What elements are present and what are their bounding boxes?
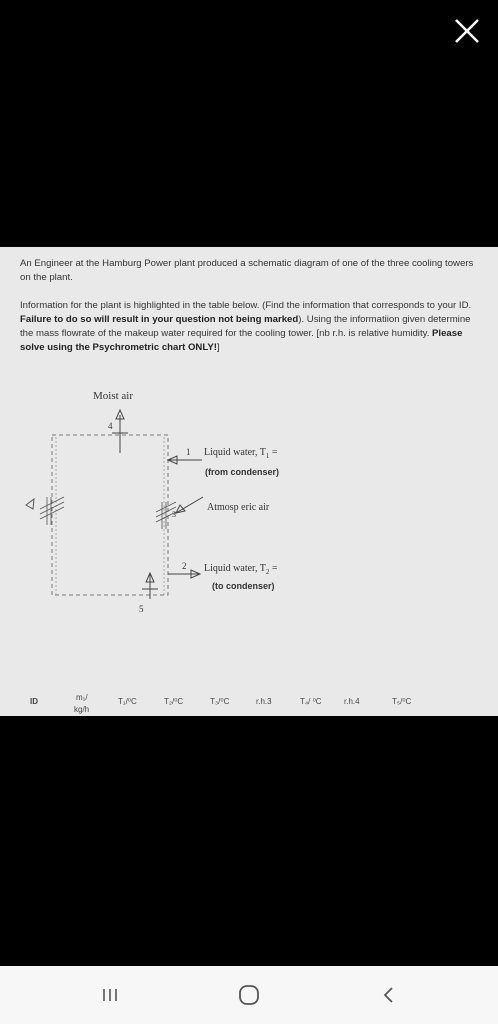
instructions-emphasis: Please solve using the Psychrometric cha… [20, 328, 463, 353]
stream-1-arrow [166, 455, 178, 465]
back-button[interactable] [374, 980, 404, 1010]
outlet-4-arrow [115, 408, 125, 420]
table-header-m1: m₁/ [76, 693, 88, 702]
back-icon [383, 987, 393, 1003]
state-4-label: 4 [108, 421, 113, 431]
home-button[interactable] [234, 980, 264, 1010]
instructions-paragraph: Information for the plant is highlighted… [20, 299, 482, 355]
liquid-water-2-eq: = [269, 563, 278, 574]
liquid-water-2-label: Liquid water, T2 = [204, 563, 278, 576]
recent-apps-icon [103, 989, 117, 1001]
stream-3-line [175, 496, 204, 514]
table-header-t4: T₄/ ⁰C [300, 697, 322, 706]
table-header-t1: T₁/⁰C [118, 697, 137, 706]
instructions-text-a: Information for the plant is highlighted… [20, 300, 472, 311]
state-2-label: 2 [182, 561, 187, 571]
table-header-rh3: r.h.3 [256, 697, 272, 706]
liquid-water-1-sub: 1 [266, 452, 270, 460]
stream-3-arrow [175, 504, 186, 514]
table-header-m1-unit: kg/h [74, 705, 90, 714]
table-header-rh4: r.h.4 [344, 697, 360, 706]
table-header-t5: T₅/⁰C [392, 697, 412, 706]
liquid-water-1-label: Liquid water, T1 = [204, 447, 278, 460]
fill-hatch-left [39, 496, 65, 525]
liquid-water-1-text: Liquid water, T [204, 447, 266, 458]
liquid-water-2-text: Liquid water, T [204, 563, 266, 574]
to-condenser-label: (to condenser) [212, 581, 275, 591]
close-button[interactable] [448, 12, 486, 50]
intro-paragraph: An Engineer at the Hamburg Power plant p… [20, 258, 474, 283]
tower-boundary [51, 434, 169, 596]
navigation-bar [0, 966, 498, 1024]
from-condenser-label: (from condenser) [205, 467, 279, 477]
state-5-label: 5 [139, 604, 144, 614]
cooling-tower-diagram: Moist air 4 1 Liquid water, T1 = (from c… [25, 390, 279, 614]
atmospheric-air-label: Atmosp eric air [207, 502, 270, 513]
state-3-label: 3 [172, 510, 176, 519]
recent-apps-button[interactable] [95, 980, 125, 1010]
data-table-header: ID m₁/ kg/h T₁/⁰C T₂/⁰C T₃/⁰C r.h.3 T₄/ … [0, 693, 498, 716]
instructions-text-e: ] [216, 342, 220, 353]
fill-hatch-right [155, 501, 177, 529]
state-1-label: 1 [186, 447, 191, 457]
moist-air-label: Moist air [93, 390, 133, 402]
table-header-id: ID [30, 697, 38, 706]
instructions-text-c: ). Using the informatiion given determin… [20, 314, 471, 339]
instructions-warning: Failure to do so will result in your que… [20, 314, 299, 325]
inlet-5-arrow [145, 571, 155, 583]
close-x-icon [455, 19, 479, 43]
stream-2-arrow [190, 569, 202, 579]
document-photo: An Engineer at the Hamburg Power plant p… [0, 247, 498, 716]
left-inlet-arrow [25, 497, 35, 510]
home-icon [239, 985, 259, 1005]
table-header-t2: T₂/⁰C [164, 697, 184, 706]
table-header-t3: T₃/⁰C [210, 697, 230, 706]
liquid-water-1-eq: = [269, 447, 278, 458]
liquid-water-2-sub: 2 [266, 568, 270, 576]
